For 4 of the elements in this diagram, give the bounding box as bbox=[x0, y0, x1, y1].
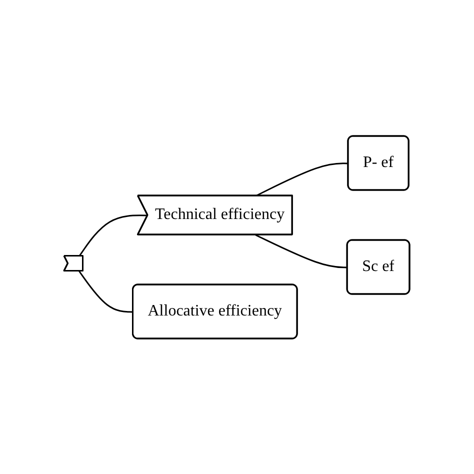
connector bbox=[256, 162, 349, 196]
connector bbox=[78, 214, 148, 256]
connector bbox=[256, 234, 348, 268]
connector bbox=[78, 270, 134, 312]
